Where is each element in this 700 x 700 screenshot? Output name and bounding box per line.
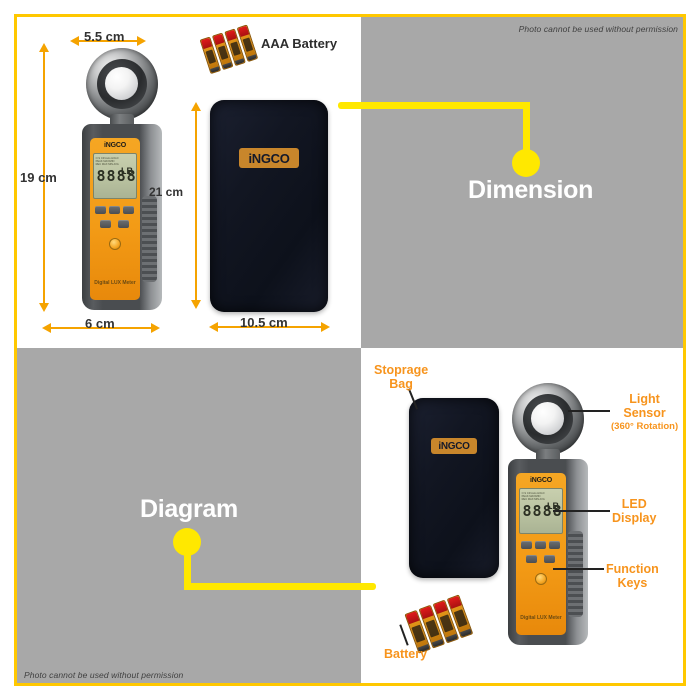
panel-diagram-title — [17, 348, 361, 683]
callout-battery-line1: Battery — [384, 647, 428, 661]
dimension-label-meter-height: 19 cm — [20, 170, 57, 185]
model-text: Digital LUX Meter — [94, 280, 136, 286]
storage-pouch-illustration-diagram: iNGCO — [409, 398, 499, 578]
lcd-value: 8888 — [522, 502, 563, 521]
arrowhead-left-icon — [42, 323, 51, 333]
panel-title-dimension: Dimension — [468, 176, 594, 204]
power-button-icon[interactable] — [535, 573, 547, 585]
connector-line-dimension-horizontal — [338, 102, 530, 109]
storage-pouch-illustration-main: iNGCO — [210, 100, 328, 312]
callout-storage-bag-line1: Stoprage — [374, 363, 429, 377]
meter-side-grip — [568, 531, 583, 617]
dimension-arrow-bag-width — [214, 326, 324, 328]
arrowhead-right-icon — [137, 36, 146, 46]
callout-storage-bag-line2: Bag — [389, 377, 413, 391]
leader-line-light-sensor — [568, 410, 610, 412]
brand-logo-meter: iNGCO — [530, 477, 552, 484]
lcd-unit: LB — [121, 166, 133, 177]
brand-logo-meter: iNGCO — [104, 142, 126, 149]
callout-storage-bag: Stoprage Bag — [374, 363, 428, 391]
dimension-arrow-bag-height — [195, 107, 197, 307]
callout-function-keys: Function Keys — [606, 562, 659, 590]
arrowhead-left-icon — [70, 36, 79, 46]
callout-light-sensor: Light Sensor (360° Rotation) — [611, 392, 678, 434]
power-button-icon[interactable] — [109, 238, 121, 250]
lcd-unit: LB — [547, 501, 559, 512]
function-key-1[interactable] — [521, 541, 532, 549]
dimension-label-bag-width: 10.5 cm — [240, 315, 288, 330]
arrowhead-left-icon — [209, 322, 218, 332]
leader-line-function-keys — [553, 568, 604, 570]
function-key-2[interactable] — [535, 541, 546, 549]
callout-function-keys-line2: Keys — [617, 576, 648, 590]
dimension-label-bag-height: 21 cm — [148, 185, 183, 199]
dimension-label-meter-base-width: 6 cm — [85, 316, 115, 331]
callout-led-display-line2: Display — [612, 511, 657, 525]
aaa-battery-label: AAA Battery — [261, 36, 338, 51]
function-key-1[interactable] — [95, 206, 106, 214]
pouch-logo-plate: iNGCO — [239, 148, 299, 168]
pouch-brand-text: iNGCO — [248, 150, 290, 166]
callout-light-sensor-line2: Sensor — [623, 406, 666, 420]
arrowhead-down-icon — [191, 300, 201, 309]
arrowhead-up-icon — [39, 43, 49, 52]
function-key-5[interactable] — [544, 555, 555, 563]
function-key-3[interactable] — [123, 206, 134, 214]
callout-battery: Battery — [384, 647, 427, 661]
function-key-4[interactable] — [100, 220, 111, 228]
watermark-top-right: Photo cannot be used without permission — [518, 24, 678, 34]
callout-led-display: LED Display — [612, 497, 656, 525]
panel-dimension-title — [361, 17, 683, 348]
function-key-4[interactable] — [526, 555, 537, 563]
function-key-2[interactable] — [109, 206, 120, 214]
arrowhead-right-icon — [321, 322, 330, 332]
leader-line-led-display — [553, 510, 610, 512]
dimension-label-meter-width: 5.5 cm — [84, 29, 125, 44]
callout-light-sensor-sub: (360° Rotation) — [611, 421, 679, 432]
watermark-bottom-left: Photo cannot be used without permission — [24, 670, 184, 680]
light-sensor-dome-icon — [531, 402, 564, 435]
callout-function-keys-line1: Function — [606, 562, 659, 576]
function-key-5[interactable] — [118, 220, 129, 228]
connector-dot-icon-diagram — [173, 528, 201, 556]
pouch-brand-text: iNGCO — [438, 440, 470, 452]
connector-line-diagram-vertical — [184, 546, 191, 590]
connector-dot-icon-dimension — [512, 149, 540, 177]
dimension-arrow-meter-base-width — [47, 327, 154, 329]
lcd-value: 8888 — [96, 167, 137, 186]
light-sensor-dome-icon — [105, 67, 138, 100]
arrowhead-up-icon — [191, 102, 201, 111]
callout-light-sensor-line1: Light — [629, 392, 660, 406]
dimension-arrow-meter-height — [43, 48, 45, 310]
arrowhead-right-icon — [151, 323, 160, 333]
arrowhead-down-icon — [39, 303, 49, 312]
callout-led-display-line1: LED — [621, 497, 647, 511]
model-text: Digital LUX Meter — [520, 615, 562, 621]
connector-line-dimension-vertical — [523, 102, 530, 160]
panel-title-diagram: Diagram — [140, 495, 238, 523]
connector-line-diagram-horizontal — [184, 583, 376, 590]
meter-side-grip — [142, 196, 157, 282]
dimension-arrow-meter-width — [74, 40, 140, 42]
pouch-logo-plate: iNGCO — [431, 438, 477, 454]
function-key-3[interactable] — [549, 541, 560, 549]
